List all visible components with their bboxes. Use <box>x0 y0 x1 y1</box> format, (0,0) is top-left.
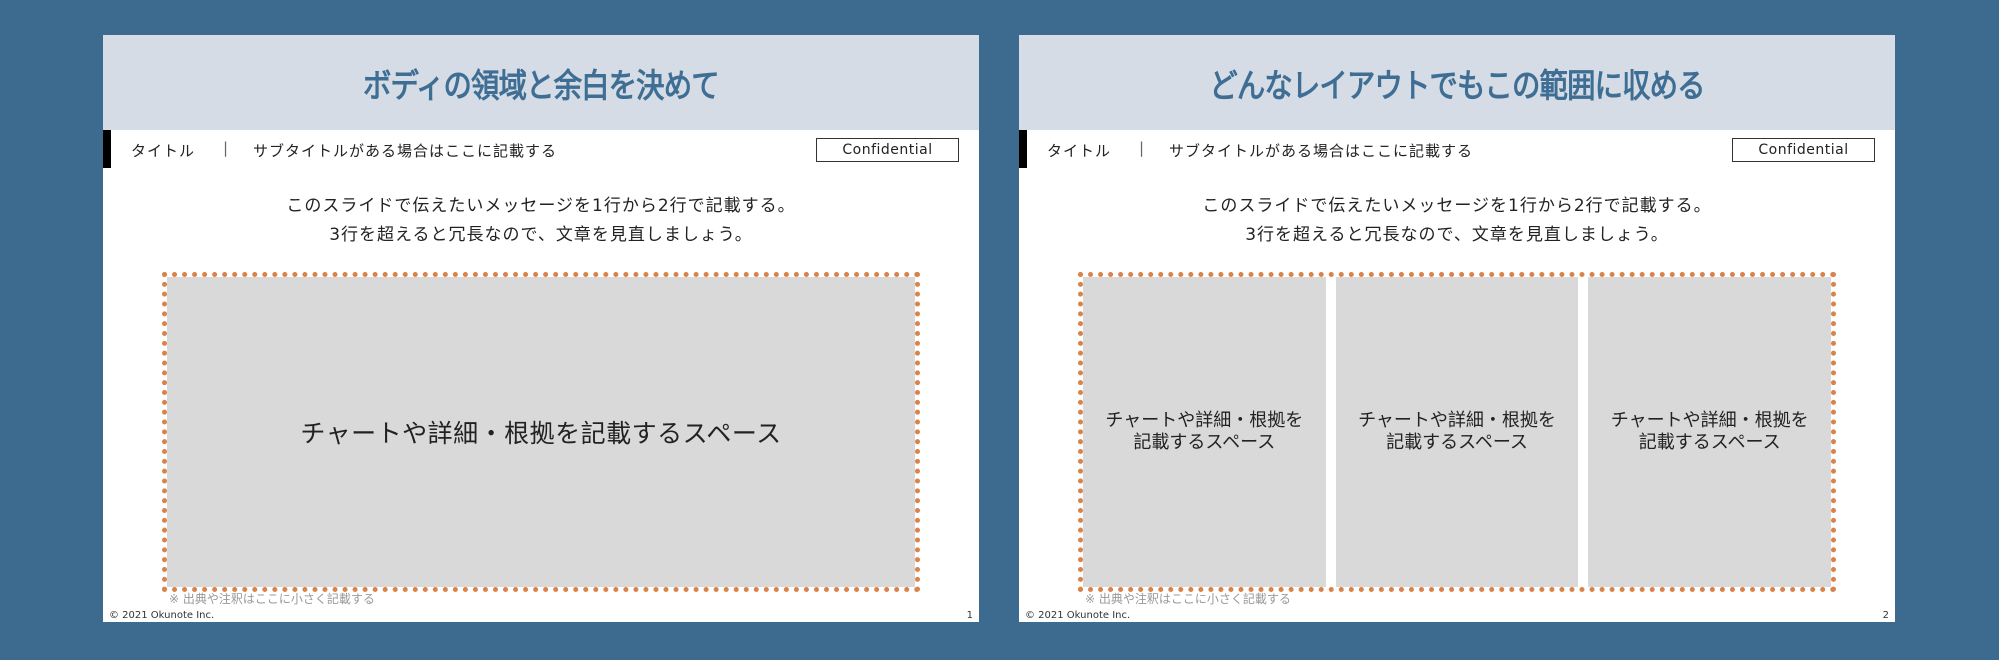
source-note: ※ 出典や注釈はここに小さく記載する <box>1085 592 1291 606</box>
placeholder-line-1: チャートや詳細・根拠を <box>1358 410 1556 431</box>
content-column-2: チャートや詳細・根拠を 記載するスペース <box>1335 277 1579 587</box>
key-message: このスライドで伝えたいメッセージを1行から2行で記載する。 3行を超えると冗長な… <box>103 192 979 250</box>
header-title: タイトル <box>131 142 196 160</box>
header-separator: | <box>1139 139 1145 157</box>
three-column-layout: チャートや詳細・根拠を 記載するスペース チャートや詳細・根拠を 記載するスペー… <box>1083 277 1832 587</box>
copyright: © 2021 Okunote Inc. <box>109 610 215 621</box>
body-area: チャートや詳細・根拠を 記載するスペース チャートや詳細・根拠を 記載するスペー… <box>1078 272 1836 592</box>
page-number: 2 <box>1882 610 1889 621</box>
header-bar: タイトル | サブタイトルがある場合はここに記載する <box>103 130 979 168</box>
key-message-line-2: 3行を超えると冗長なので、文章を見直しましょう。 <box>329 225 753 245</box>
slide-1[interactable]: ボディの領域と余白を決めて タイトル | サブタイトルがある場合はここに記載する… <box>103 35 979 622</box>
source-note: ※ 出典や注釈はここに小さく記載する <box>169 592 375 606</box>
header-subtitle: サブタイトルがある場合はここに記載する <box>253 142 558 160</box>
key-message-line-1: このスライドで伝えたいメッセージを1行から2行で記載する。 <box>1202 196 1712 216</box>
body-area: チャートや詳細・根拠を記載するスペース <box>162 272 920 592</box>
header-title: タイトル <box>1047 142 1112 160</box>
key-message-line-2: 3行を超えると冗長なので、文章を見直しましょう。 <box>1245 225 1669 245</box>
slide-2[interactable]: どんなレイアウトでもこの範囲に収める タイトル | サブタイトルがある場合はここ… <box>1019 35 1895 622</box>
accent-bar <box>103 130 111 168</box>
placeholder-line-1: チャートや詳細・根拠を <box>1610 410 1809 431</box>
content-column-1: チャートや詳細・根拠を 記載するスペース <box>1083 277 1326 587</box>
placeholder-line-1: チャートや詳細・根拠を <box>1105 410 1304 431</box>
title-band: どんなレイアウトでもこの範囲に収める <box>1019 35 1895 130</box>
content-column-3: チャートや詳細・根拠を 記載するスペース <box>1588 277 1832 587</box>
placeholder-line-2: 記載するスペース <box>1133 432 1276 453</box>
confidential-badge: Confidential <box>1732 138 1875 162</box>
header-separator: | <box>223 139 229 157</box>
content-placeholder: チャートや詳細・根拠を記載するスペース <box>167 277 915 587</box>
slide-title: どんなレイアウトでもこの範囲に収める <box>1209 65 1705 105</box>
confidential-badge: Confidential <box>816 138 959 162</box>
header-bar: タイトル | サブタイトルがある場合はここに記載する <box>1019 130 1895 168</box>
key-message: このスライドで伝えたいメッセージを1行から2行で記載する。 3行を超えると冗長な… <box>1019 192 1895 250</box>
title-band: ボディの領域と余白を決めて <box>103 35 979 130</box>
header-subtitle: サブタイトルがある場合はここに記載する <box>1169 142 1474 160</box>
copyright: © 2021 Okunote Inc. <box>1025 610 1131 621</box>
slide-title: ボディの領域と余白を決めて <box>363 65 720 105</box>
key-message-line-1: このスライドで伝えたいメッセージを1行から2行で記載する。 <box>286 196 796 216</box>
placeholder-line-2: 記載するスペース <box>1386 432 1528 453</box>
placeholder-line-2: 記載するスペース <box>1638 432 1781 453</box>
page-number: 1 <box>966 610 973 621</box>
placeholder-label: チャートや詳細・根拠を記載するスペース <box>300 419 782 448</box>
accent-bar <box>1019 130 1027 168</box>
